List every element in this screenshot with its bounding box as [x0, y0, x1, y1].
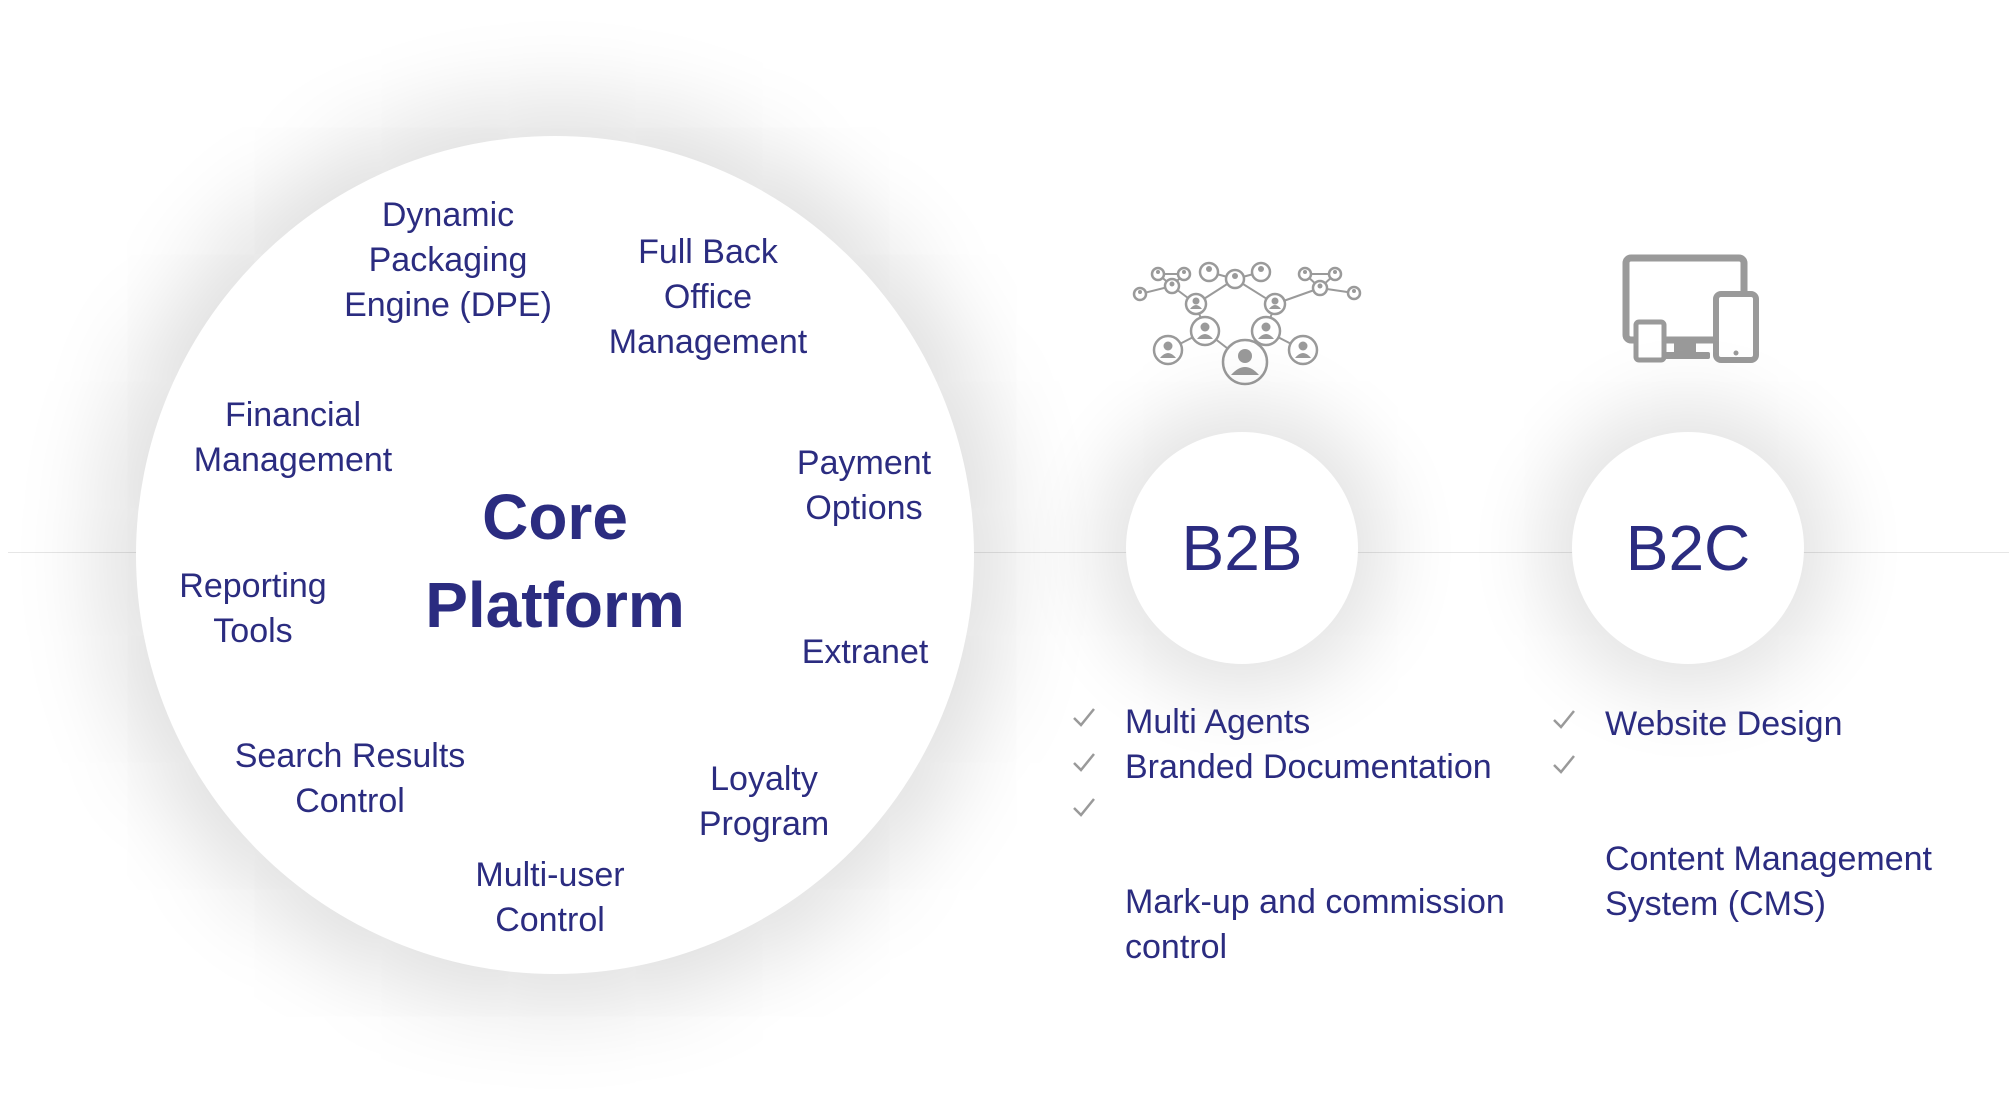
list-item: Mark-up and commission control [1065, 790, 1545, 970]
b2b-feature-list: Multi Agents Branded Documentation Mark-… [1065, 700, 1545, 970]
feature-extranet: Extranet [801, 633, 929, 671]
feature-back-office: Full Back Office Management [608, 233, 808, 361]
b2c-item-label: Content Management System (CMS) [1605, 840, 1932, 923]
list-item: Branded Documentation [1065, 745, 1545, 790]
check-icon [1553, 755, 1575, 774]
check-icon [1553, 710, 1575, 729]
b2b-item-label: Multi Agents [1125, 703, 1311, 741]
feature-multi-user-control: Multi-user Control [475, 856, 625, 939]
core-platform-title: Core Platform [425, 481, 685, 641]
feature-loyalty-program: Loyalty Program [698, 760, 830, 843]
list-item: Multi Agents [1065, 700, 1545, 745]
core-platform-circle [136, 136, 974, 974]
check-icon [1073, 798, 1095, 817]
feature-payment-options: Payment Options [796, 444, 932, 527]
feature-search-results-control: Search Results Control [234, 737, 466, 820]
b2c-feature-list: Website Design Content Management System… [1545, 702, 2005, 927]
b2c-circle: B2C [1572, 432, 1804, 664]
check-icon [1073, 708, 1095, 727]
list-item: Content Management System (CMS) [1545, 747, 2005, 927]
people-network-icon [1132, 261, 1362, 386]
b2b-item-label: Branded Documentation [1125, 748, 1492, 786]
b2c-label: B2C [1625, 512, 1751, 584]
b2b-item-label: Mark-up and commission control [1125, 883, 1505, 966]
devices-icon [1622, 254, 1759, 363]
b2b-label: B2B [1181, 512, 1303, 584]
feature-financial-management: Financial Management [193, 396, 393, 479]
check-icon [1073, 753, 1095, 772]
list-item: Website Design [1545, 702, 2005, 747]
horizontal-divider [8, 552, 2009, 553]
feature-reporting-tools: Reporting Tools [179, 567, 327, 650]
feature-dynamic-packaging: Dynamic Packaging Engine (DPE) [344, 196, 552, 324]
b2c-item-label: Website Design [1605, 705, 1843, 743]
b2b-circle: B2B [1126, 432, 1358, 664]
